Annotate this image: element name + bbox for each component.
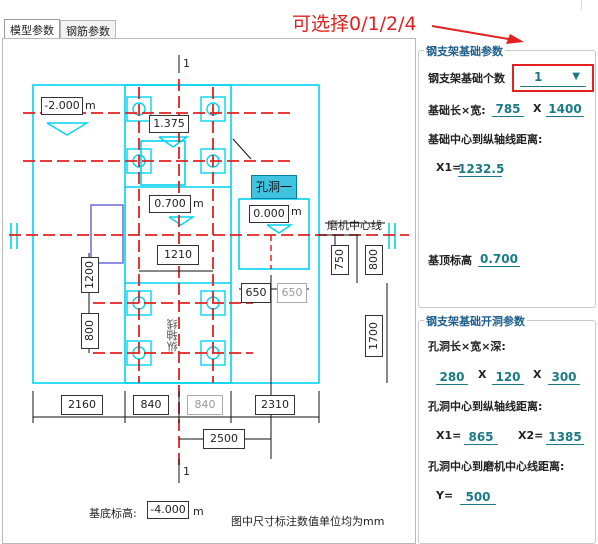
size-times: X <box>533 102 542 115</box>
hole-width-field[interactable]: 120 <box>492 370 524 385</box>
dim-1200: 1200 <box>81 257 99 293</box>
hole-x2-field[interactable]: 1385 <box>546 430 584 445</box>
hole-y-label: Y= <box>436 489 454 502</box>
elevation-top-inner-box: 1.375 <box>149 115 189 133</box>
dim-2160: 2160 <box>61 395 103 415</box>
top-elevation-label: 基顶标高 <box>428 254 472 267</box>
elevation-mid-unit: m <box>193 197 204 210</box>
axis-top-label: 1 <box>183 57 190 70</box>
tab-model-params[interactable]: 模型参数 <box>4 19 60 41</box>
hole-x2-label: X2= <box>518 429 544 442</box>
annotation-text: 可选择0/1/2/4 <box>292 13 417 35</box>
steel-support-outline <box>238 198 310 270</box>
hole-center-label: 孔洞中心到纵轴线距离: <box>428 400 543 413</box>
x1-field[interactable]: 1232.5 <box>458 162 505 177</box>
hole-size-label: 孔洞长×宽×深: <box>428 340 506 353</box>
count-label: 钢支架基础个数 <box>428 72 505 85</box>
mill-anchor-box <box>140 140 186 186</box>
hole-params-group-title: 钢支架基础开洞参数 <box>424 313 527 329</box>
hole-depth-field[interactable]: 300 <box>548 370 580 385</box>
dim-750: 750 <box>331 245 349 275</box>
tab-rebar-params[interactable]: 钢筋参数 <box>60 20 116 40</box>
cad-drawing <box>9 55 409 483</box>
steel-support-group <box>418 50 596 308</box>
hole-y-field[interactable]: 500 <box>460 490 496 505</box>
dim-800-right: 800 <box>365 245 383 275</box>
dim-1700: 1700 <box>365 315 383 357</box>
x1-label: X1= <box>436 161 462 174</box>
elevation-left-unit: m <box>85 99 96 112</box>
mill-centerline-label: 磨机中心线 <box>327 219 382 232</box>
mill-block-outline <box>124 84 232 384</box>
units-note: 图中尺寸标注数值单位均为mm <box>231 515 385 528</box>
elevation-mid-box: 0.700 <box>149 195 191 213</box>
longitudinal-axis-label: 纵轴线 <box>166 319 179 352</box>
dim-650-gray: 650 <box>277 283 307 303</box>
dim-840-gray: 840 <box>187 395 223 415</box>
hole-length-field[interactable]: 280 <box>436 370 468 385</box>
hole-times-2: X <box>533 368 542 381</box>
elevation-right-box: 0.000 <box>249 205 289 223</box>
chevron-down-icon[interactable]: ▼ <box>572 71 580 82</box>
width-field[interactable]: 1400 <box>546 102 584 117</box>
base-elevation-value: -4.000 <box>147 501 189 519</box>
elevation-right-unit: m <box>291 205 302 218</box>
drawing-panel: -2.000 m 1.375 0.700 m 0.000 m 孔洞一 1 1 磨… <box>2 38 416 544</box>
length-field[interactable]: 785 <box>492 102 524 117</box>
top-elevation-field[interactable]: 0.700 <box>478 252 520 267</box>
base-elevation-unit: m <box>193 505 204 518</box>
center-distance-label: 基础中心到纵轴线距离: <box>428 133 543 146</box>
base-elevation-label: 基底标高: <box>89 507 137 520</box>
dim-1210: 1210 <box>157 245 199 265</box>
dim-800-left: 800 <box>81 313 99 349</box>
window-close-edge[interactable] <box>581 0 598 10</box>
dim-2310: 2310 <box>255 395 295 415</box>
count-select-value: 1 <box>534 70 543 84</box>
dim-650: 650 <box>241 283 271 303</box>
count-select[interactable]: 1 ▼ <box>512 64 594 92</box>
tab-bar: 模型参数 钢筋参数 <box>4 19 116 41</box>
axis-bottom-label: 1 <box>183 465 190 478</box>
dim-840: 840 <box>133 395 169 415</box>
elevation-left-box: -2.000 <box>41 97 83 115</box>
size-label: 基础长×宽: <box>428 104 486 117</box>
steel-support-group-title: 钢支架基础参数 <box>424 43 505 59</box>
annotation-arrow <box>431 25 524 44</box>
hole-times-1: X <box>478 368 487 381</box>
dim-2500: 2500 <box>203 429 245 449</box>
hole-x1-field[interactable]: 865 <box>464 430 498 445</box>
hole-outline <box>90 204 124 264</box>
hole-mill-label: 孔洞中心到磨机中心线距离: <box>428 460 565 473</box>
hole-callout[interactable]: 孔洞一 <box>251 175 297 199</box>
hole-x1-label: X1= <box>436 429 462 442</box>
